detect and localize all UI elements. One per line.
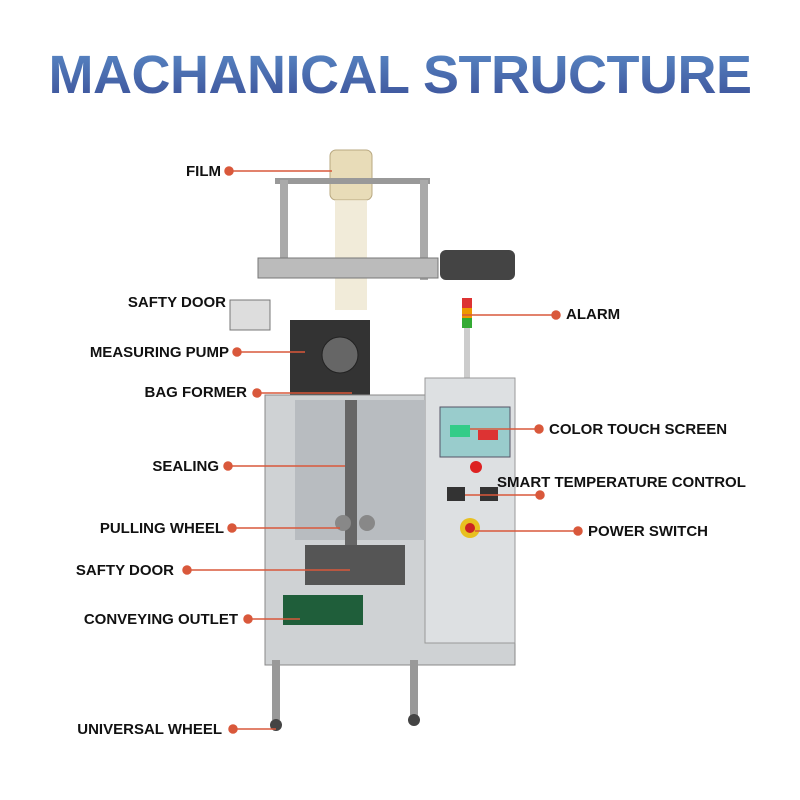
leader-lines <box>182 166 583 734</box>
page-title: MACHANICAL STRUCTURE <box>0 44 800 106</box>
film-roll <box>329 149 373 201</box>
film-strip <box>335 200 367 310</box>
alarm-pole <box>464 328 470 378</box>
label-alarm: ALARM <box>566 306 621 323</box>
motor <box>440 250 515 280</box>
frame-post <box>280 180 288 270</box>
label-measuring-pump: MEASURING PUMP <box>89 344 229 361</box>
frame-post <box>420 180 428 280</box>
label-sealing: SEALING <box>152 458 219 475</box>
alarm-light-amber <box>462 308 472 318</box>
label-conveying-outlet: CONVEYING OUTLET <box>83 611 238 628</box>
sealing-area <box>295 400 425 540</box>
safety-door-controller <box>229 299 271 331</box>
safety-door-lower <box>305 545 405 585</box>
top-frame <box>275 178 430 184</box>
label-bag-former: BAG FORMER <box>144 384 248 401</box>
label-pulling-wheel: PULLING WHEEL <box>99 520 224 537</box>
label-smart-temperature-control: SMART TEMPERATURE CONTROL <box>497 474 746 491</box>
label-power-switch: POWER SWITCH <box>588 523 708 540</box>
label-film: FILM <box>186 163 221 180</box>
universal-wheel <box>270 719 282 731</box>
upper-frame <box>257 257 439 279</box>
label-safty-door-bottom: SAFTY DOOR <box>75 562 174 579</box>
label-color-touch-screen: COLOR TOUCH SCREEN <box>549 421 728 438</box>
alarm-light-red <box>462 298 472 308</box>
alarm-light-green <box>462 318 472 328</box>
conveying-outlet <box>283 595 363 625</box>
label-universal-wheel: UNIVERSAL WHEEL <box>77 721 222 738</box>
label-safty-door-top: SAFTY DOOR <box>127 294 226 311</box>
